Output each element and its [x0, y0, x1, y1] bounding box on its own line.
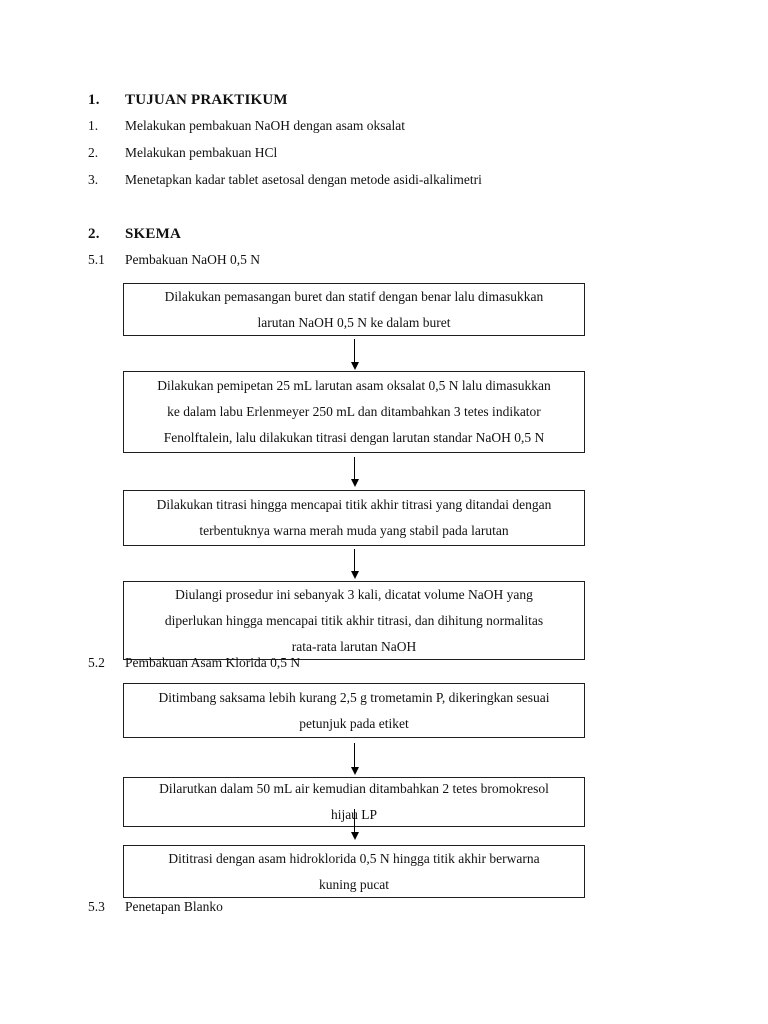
flow-arrow-down: [348, 549, 361, 579]
flow-step-text-line: larutan NaOH 0,5 N ke dalam buret: [257, 314, 451, 330]
list-item-number: 1.: [88, 118, 99, 133]
arrow-shaft: [353, 743, 356, 767]
section-title: TUJUAN PRAKTIKUM: [125, 92, 288, 108]
arrow-shaft: [353, 339, 356, 362]
flow-arrow-down: [348, 743, 361, 775]
flow-step-text-line: Dilakukan pemipetan 25 mL larutan asam o…: [157, 378, 551, 393]
flow-step-box: Ditimbang saksama lebih kurang 2,5 g tro…: [123, 683, 585, 738]
flow-step-text-line: diperlukan hingga mencapai titik akhir t…: [164, 612, 544, 628]
list-item: 3. Menetapkan kadar tablet asetosal deng…: [88, 172, 482, 188]
section-number: 2.: [88, 226, 100, 242]
arrow-shaft: [353, 549, 356, 571]
arrow-head-icon: [350, 571, 359, 579]
flow-step-text-line: Dilakukan titrasi hingga mencapai titik …: [156, 497, 552, 512]
flow-step-text-line: ke dalam labu Erlenmeyer 250 mL dan dita…: [167, 404, 541, 419]
flow-step-text-line: kuning pucat: [318, 876, 390, 892]
section-title: SKEMA: [125, 226, 182, 242]
subsection-title: Penetapan Blanko: [125, 899, 223, 914]
section-number: 1.: [88, 92, 100, 108]
flow-step-text-line: Dilakukan pemasangan buret dan statif de…: [164, 288, 544, 304]
arrow-head-icon: [350, 479, 359, 487]
subsection-heading-5-3: 5.3 Penetapan Blanko: [88, 899, 223, 915]
subsection-heading-5-1: 5.1 Pembakuan NaOH 0,5 N: [88, 252, 260, 268]
list-item-number: 2.: [88, 145, 99, 160]
arrow-shaft: [353, 457, 356, 479]
list-item: 1. Melakukan pembakuan NaOH dengan asam …: [88, 118, 405, 134]
list-item-text: Melakukan pembakuan NaOH dengan asam oks…: [125, 118, 406, 133]
list-item-text: Melakukan pembakuan HCl: [125, 145, 278, 160]
subsection-title: Pembakuan NaOH 0,5 N: [125, 252, 260, 267]
flow-step-box: Dititrasi dengan asam hidroklorida 0,5 N…: [123, 845, 585, 898]
flow-arrow-down: [348, 339, 361, 370]
flow-step-box: Dilakukan pemasangan buret dan statif de…: [123, 283, 585, 336]
subsection-title: Pembakuan Asam Klorida 0,5 N: [125, 655, 301, 670]
arrow-shaft: [353, 809, 356, 832]
flow-step-text-line: terbentuknya warna merah muda yang stabi…: [199, 523, 509, 538]
flow-step-text-line: Fenolftalein, lalu dilakukan titrasi den…: [163, 430, 545, 445]
section-heading-skema: 2. SKEMA: [88, 226, 181, 243]
subsection-number: 5.1: [88, 252, 105, 267]
flow-step-box: Dilakukan titrasi hingga mencapai titik …: [123, 490, 585, 546]
flow-step-text-line: Dilarutkan dalam 50 mL air kemudian dita…: [159, 781, 549, 796]
subsection-number: 5.2: [88, 655, 105, 670]
flow-arrow-down: [348, 809, 361, 840]
flow-step-box: Diulangi prosedur ini sebanyak 3 kali, d…: [123, 581, 585, 660]
list-item-number: 3.: [88, 172, 99, 187]
arrow-head-icon: [350, 832, 359, 840]
subsection-heading-5-2: 5.2 Pembakuan Asam Klorida 0,5 N: [88, 655, 300, 671]
flow-step-text-line: Dititrasi dengan asam hidroklorida 0,5 N…: [168, 850, 540, 866]
subsection-number: 5.3: [88, 899, 105, 914]
flow-step-box: Dilakukan pemipetan 25 mL larutan asam o…: [123, 371, 585, 453]
list-item: 2. Melakukan pembakuan HCl: [88, 145, 277, 161]
flow-step-text-line: rata-rata larutan NaOH: [291, 638, 417, 654]
arrow-head-icon: [350, 362, 359, 370]
arrow-head-icon: [350, 767, 359, 775]
section-heading-tujuan: 1. TUJUAN PRAKTIKUM: [88, 92, 288, 109]
flow-arrow-down: [348, 457, 361, 487]
flow-step-text-line: Diulangi prosedur ini sebanyak 3 kali, d…: [175, 586, 533, 602]
list-item-text: Menetapkan kadar tablet asetosal dengan …: [125, 172, 482, 187]
flow-step-text-line: petunjuk pada etiket: [299, 715, 409, 731]
flow-step-text-line: Ditimbang saksama lebih kurang 2,5 g tro…: [158, 689, 550, 705]
